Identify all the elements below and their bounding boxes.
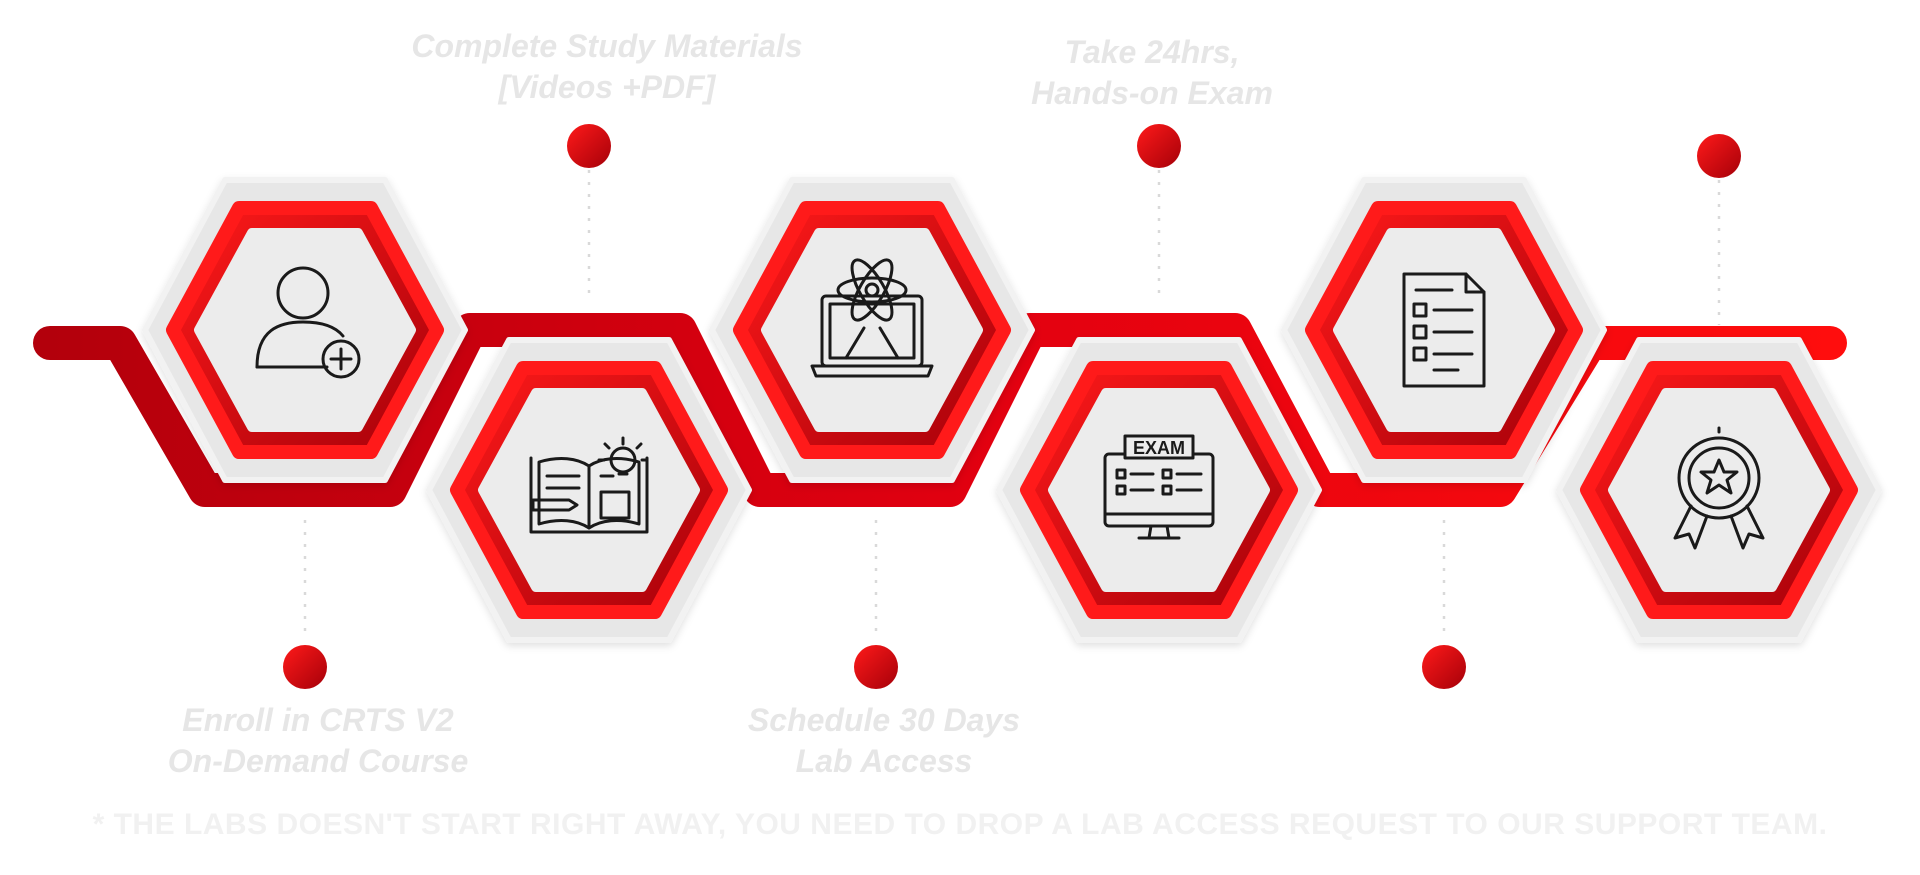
step-3-hexagon [709,177,1035,483]
document-checklist-icon [1402,272,1486,388]
marker-dot-step-1 [283,645,327,689]
step-1-label-line-2: On-Demand Course [167,743,469,779]
step-2-hexagon [426,337,752,643]
step-4-label: Take 24hrs, Hands-on Exam [1031,32,1273,114]
connector-ribbon [33,313,1847,507]
step-5-hexagon [1281,177,1607,483]
marker-dot-step-3 [854,645,898,689]
step-4-label-line-1: Take 24hrs, [1064,34,1240,70]
svg-text:EXAM: EXAM [1133,438,1185,458]
exam-monitor-icon: EXAM [1103,434,1215,540]
step-1-label-line-1: Enroll in CRTS V2 [182,702,454,738]
marker-dot-step-5 [1422,645,1466,689]
marker-dot-step-2 [567,124,611,168]
step-3-label-line-2: Lab Access [795,743,973,779]
add-user-icon [255,266,361,379]
step-2-label-line-2: [Videos +PDF] [498,69,716,105]
step-4-hexagon: EXAM [996,337,1322,643]
laptop-atom-icon [810,258,934,378]
step-3-label: Schedule 30 Days Lab Access [748,700,1020,782]
step-1-hexagon [142,177,468,483]
study-book-lightbulb-icon [529,436,649,534]
footnote: * THE LABS DOESN'T START RIGHT AWAY, YOU… [92,808,1828,841]
step-1-label: Enroll in CRTS V2 On-Demand Course [168,700,468,782]
award-badge-icon [1673,426,1765,550]
marker-dot-step-6 [1697,134,1741,178]
step-6-hexagon [1556,337,1882,643]
step-4-label-line-2: Hands-on Exam [1031,75,1273,111]
step-2-label-line-1: Complete Study Materials [411,28,803,64]
step-2-label: Complete Study Materials [Videos +PDF] [411,26,802,108]
marker-dot-step-4 [1137,124,1181,168]
step-3-label-line-1: Schedule 30 Days [747,702,1021,738]
